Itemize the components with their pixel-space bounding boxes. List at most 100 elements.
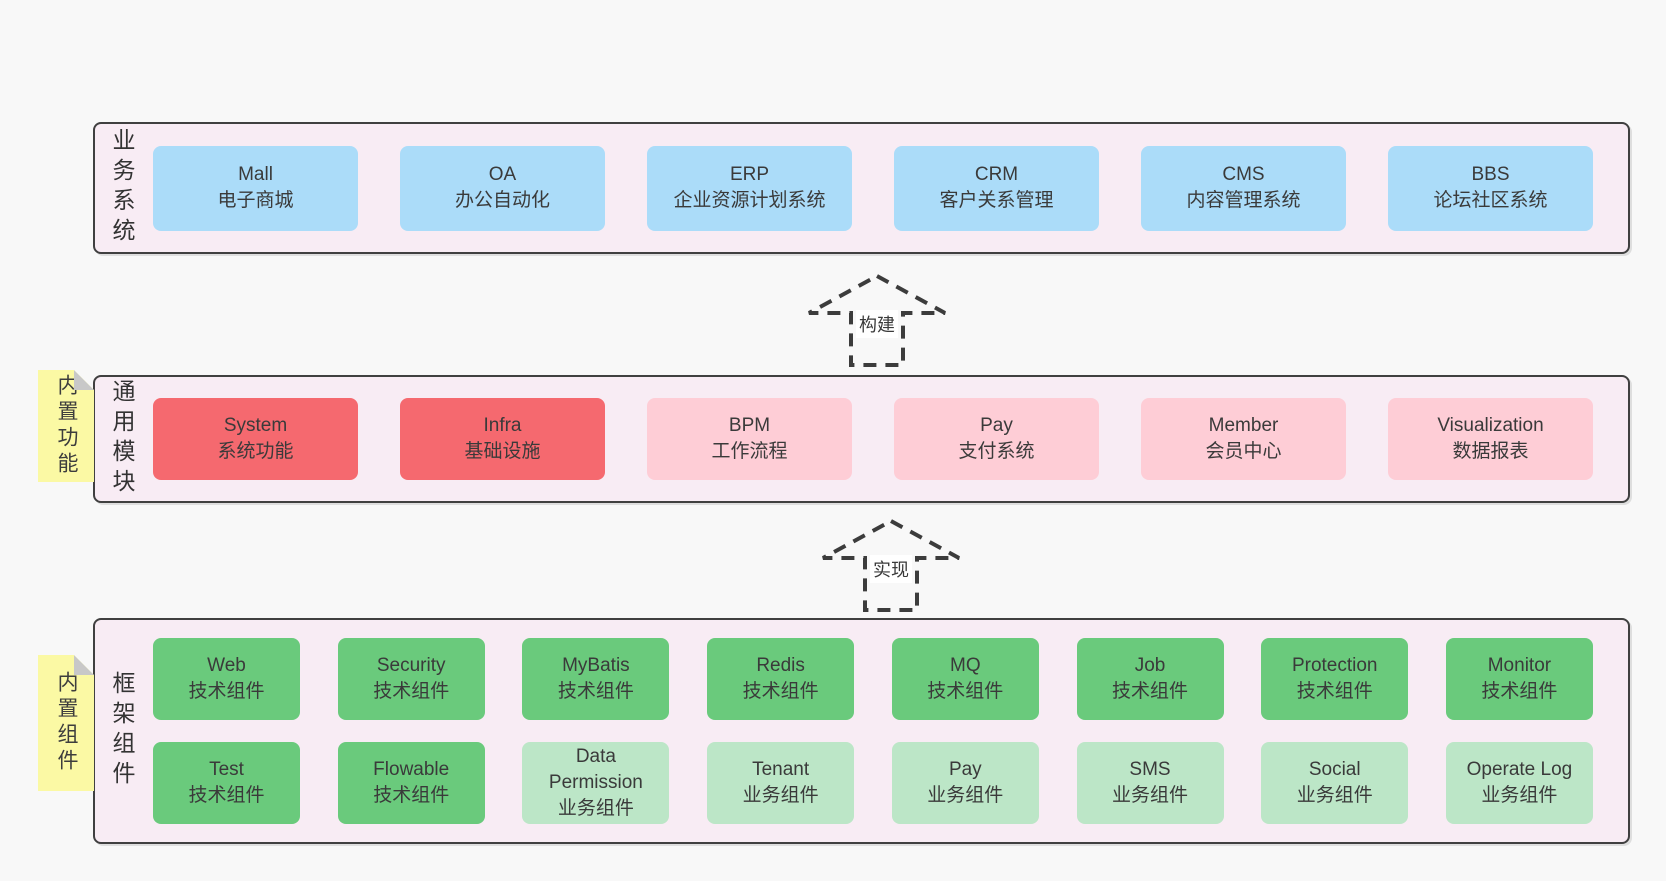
box-subtitle: 技术组件 — [188, 785, 265, 806]
box-subtitle: 技术组件 — [557, 681, 634, 702]
module-box-crm: CRM 客户关系管理 — [894, 145, 1099, 231]
box-title: Infra — [483, 415, 522, 436]
box-title: Visualization — [1437, 415, 1544, 436]
box-title: Social — [1308, 759, 1361, 780]
box-subtitle: 业务组件 — [557, 798, 634, 819]
box-title: BPM — [728, 415, 771, 436]
box-row-common-modules: System 系统功能 Infra 基础设施 BPM 工作流程 Pay 支付系统 Member 会… — [153, 398, 1593, 480]
sticky-note-text: 内置功能 — [55, 374, 78, 478]
box-title: Member — [1208, 415, 1279, 436]
box-title: Pay — [980, 415, 1013, 436]
module-box-system: System 系统功能 — [153, 398, 358, 480]
box-subtitle: 会员中心 — [1205, 441, 1282, 462]
box-title: OA — [488, 164, 517, 185]
box-title: Protection — [1291, 655, 1378, 676]
box-row-business-systems: Mall 电子商城 OA 办公自动化 ERP 企业资源计划系统 CRM 客户关系管理 CMS 内容… — [153, 145, 1593, 231]
module-box-social: Social 业务组件 — [1261, 742, 1409, 824]
box-subtitle: 技术组件 — [373, 681, 450, 702]
module-box-cms: CMS 内容管理系统 — [1141, 145, 1346, 231]
box-subtitle: 工作流程 — [711, 441, 788, 462]
box-subtitle: 技术组件 — [1481, 681, 1558, 702]
box-subtitle: 数据报表 — [1452, 441, 1529, 462]
box-subtitle: 业务组件 — [927, 785, 1004, 806]
box-subtitle: 电子商城 — [217, 190, 294, 211]
box-subtitle: 业务组件 — [1481, 785, 1558, 806]
box-subtitle: 技术组件 — [1296, 681, 1373, 702]
box-title: SMS — [1129, 759, 1171, 780]
module-box-oa: OA 办公自动化 — [400, 145, 605, 231]
module-box-pay: Pay 业务组件 — [891, 742, 1039, 824]
box-title: Web — [207, 655, 246, 676]
box-title: Job — [1134, 655, 1166, 676]
module-box-bbs: BBS 论坛社区系统 — [1388, 145, 1593, 231]
module-box-erp: ERP 企业资源计划系统 — [647, 145, 852, 231]
box-subtitle: 业务组件 — [1112, 785, 1189, 806]
band-business-systems: 业务系统 Mall 电子商城 OA 办公自动化 ERP 企业资源计划系统 CRM 客户关系管理… — [93, 122, 1630, 254]
box-title: BBS — [1471, 164, 1510, 185]
box-title: Mall — [238, 164, 273, 185]
note-fold-corner-icon — [74, 370, 94, 390]
box-subtitle: 内容管理系统 — [1186, 190, 1301, 211]
box-title: Data Permission — [548, 746, 643, 793]
module-box-data-permission: Data Permission 业务组件 — [522, 742, 670, 824]
box-subtitle: 技术组件 — [927, 681, 1004, 702]
box-title: MQ — [950, 655, 981, 676]
box-title: CMS — [1222, 164, 1265, 185]
box-title: Pay — [948, 759, 982, 780]
box-subtitle: 业务组件 — [742, 785, 819, 806]
module-box-pay: Pay 支付系统 — [894, 398, 1099, 480]
module-box-monitor: Monitor 技术组件 — [1445, 638, 1593, 720]
box-title: CRM — [974, 164, 1019, 185]
module-box-member: Member 会员中心 — [1141, 398, 1346, 480]
box-title: Flowable — [373, 759, 450, 780]
module-box-visualization: Visualization 数据报表 — [1388, 398, 1593, 480]
box-subtitle: 客户关系管理 — [939, 190, 1054, 211]
module-box-mybatis: MyBatis 技术组件 — [522, 638, 670, 720]
box-subtitle: 基础设施 — [464, 441, 541, 462]
box-title: Security — [376, 655, 446, 676]
arrow-build-label: 构建 — [856, 310, 898, 338]
band-framework-components: 框架组件 Web 技术组件 Security 技术组件 MyBatis 技术组件 Redis… — [93, 618, 1630, 844]
box-subtitle: 业务组件 — [1296, 785, 1373, 806]
note-fold-corner-icon — [74, 655, 94, 675]
band-label-common-modules: 通用模块 — [109, 379, 135, 499]
arrow-build: 构建 — [806, 274, 948, 367]
band-label-framework-components: 框架组件 — [109, 671, 135, 791]
module-box-test: Test 技术组件 — [153, 742, 300, 824]
box-title: System — [223, 415, 288, 436]
box-subtitle: 系统功能 — [217, 441, 294, 462]
module-box-job: Job 技术组件 — [1076, 638, 1224, 720]
box-subtitle: 办公自动化 — [454, 190, 550, 211]
box-subtitle: 企业资源计划系统 — [673, 190, 826, 211]
module-box-web: Web 技术组件 — [153, 638, 300, 720]
band-label-business-systems: 业务系统 — [109, 128, 135, 248]
box-title: Redis — [756, 655, 805, 676]
arrow-up-dashed-icon — [808, 274, 946, 367]
module-box-protection: Protection 技术组件 — [1261, 638, 1409, 720]
box-subtitle: 支付系统 — [958, 441, 1035, 462]
box-subtitle: 论坛社区系统 — [1433, 190, 1548, 211]
module-box-sms: SMS 业务组件 — [1076, 742, 1224, 824]
sticky-note-built-in-features: 内置功能 — [38, 370, 94, 482]
box-title: Monitor — [1487, 655, 1552, 676]
module-box-mq: MQ 技术组件 — [891, 638, 1039, 720]
arrow-implement: 实现 — [820, 519, 962, 612]
sticky-note-built-in-components: 内置组件 — [38, 655, 94, 791]
box-title: ERP — [729, 164, 770, 185]
module-box-infra: Infra 基础设施 — [400, 398, 605, 480]
sticky-note-text: 内置组件 — [55, 671, 78, 775]
box-title: MyBatis — [562, 655, 630, 676]
band-common-modules: 通用模块 System 系统功能 Infra 基础设施 BPM 工作流程 Pay 支付系统 Me… — [93, 375, 1630, 503]
box-subtitle: 技术组件 — [188, 681, 265, 702]
arrow-implement-label: 实现 — [870, 555, 912, 583]
box-subtitle: 技术组件 — [1112, 681, 1189, 702]
box-title: Test — [209, 759, 244, 780]
module-box-bpm: BPM 工作流程 — [647, 398, 852, 480]
